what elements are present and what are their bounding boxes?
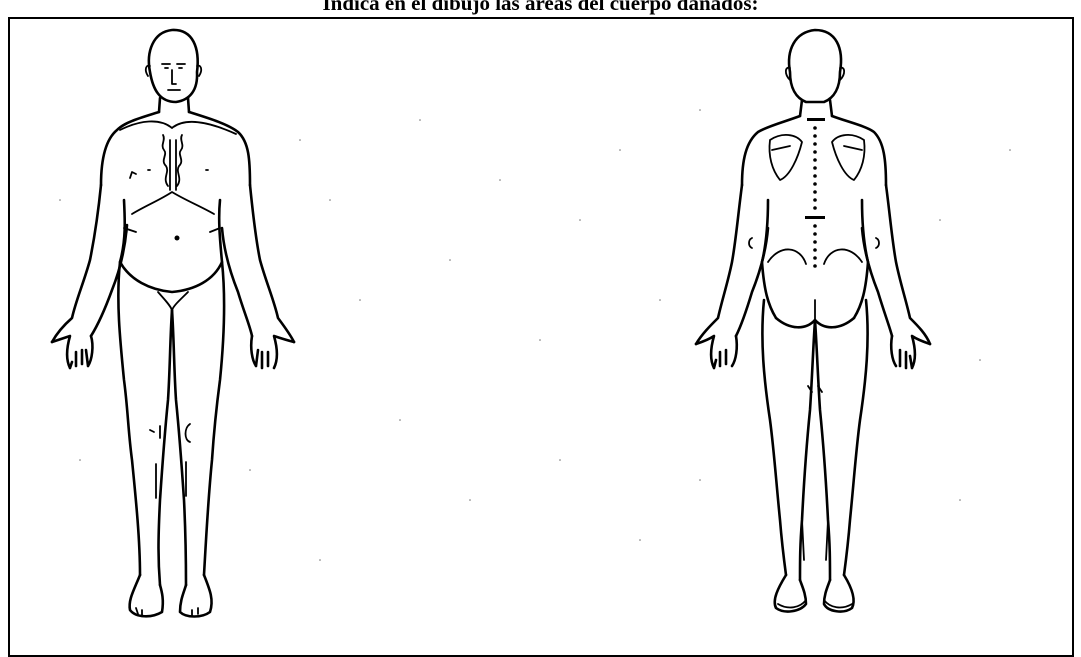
body-back-icon[interactable]: [696, 30, 930, 611]
body-front-icon[interactable]: [52, 30, 294, 617]
